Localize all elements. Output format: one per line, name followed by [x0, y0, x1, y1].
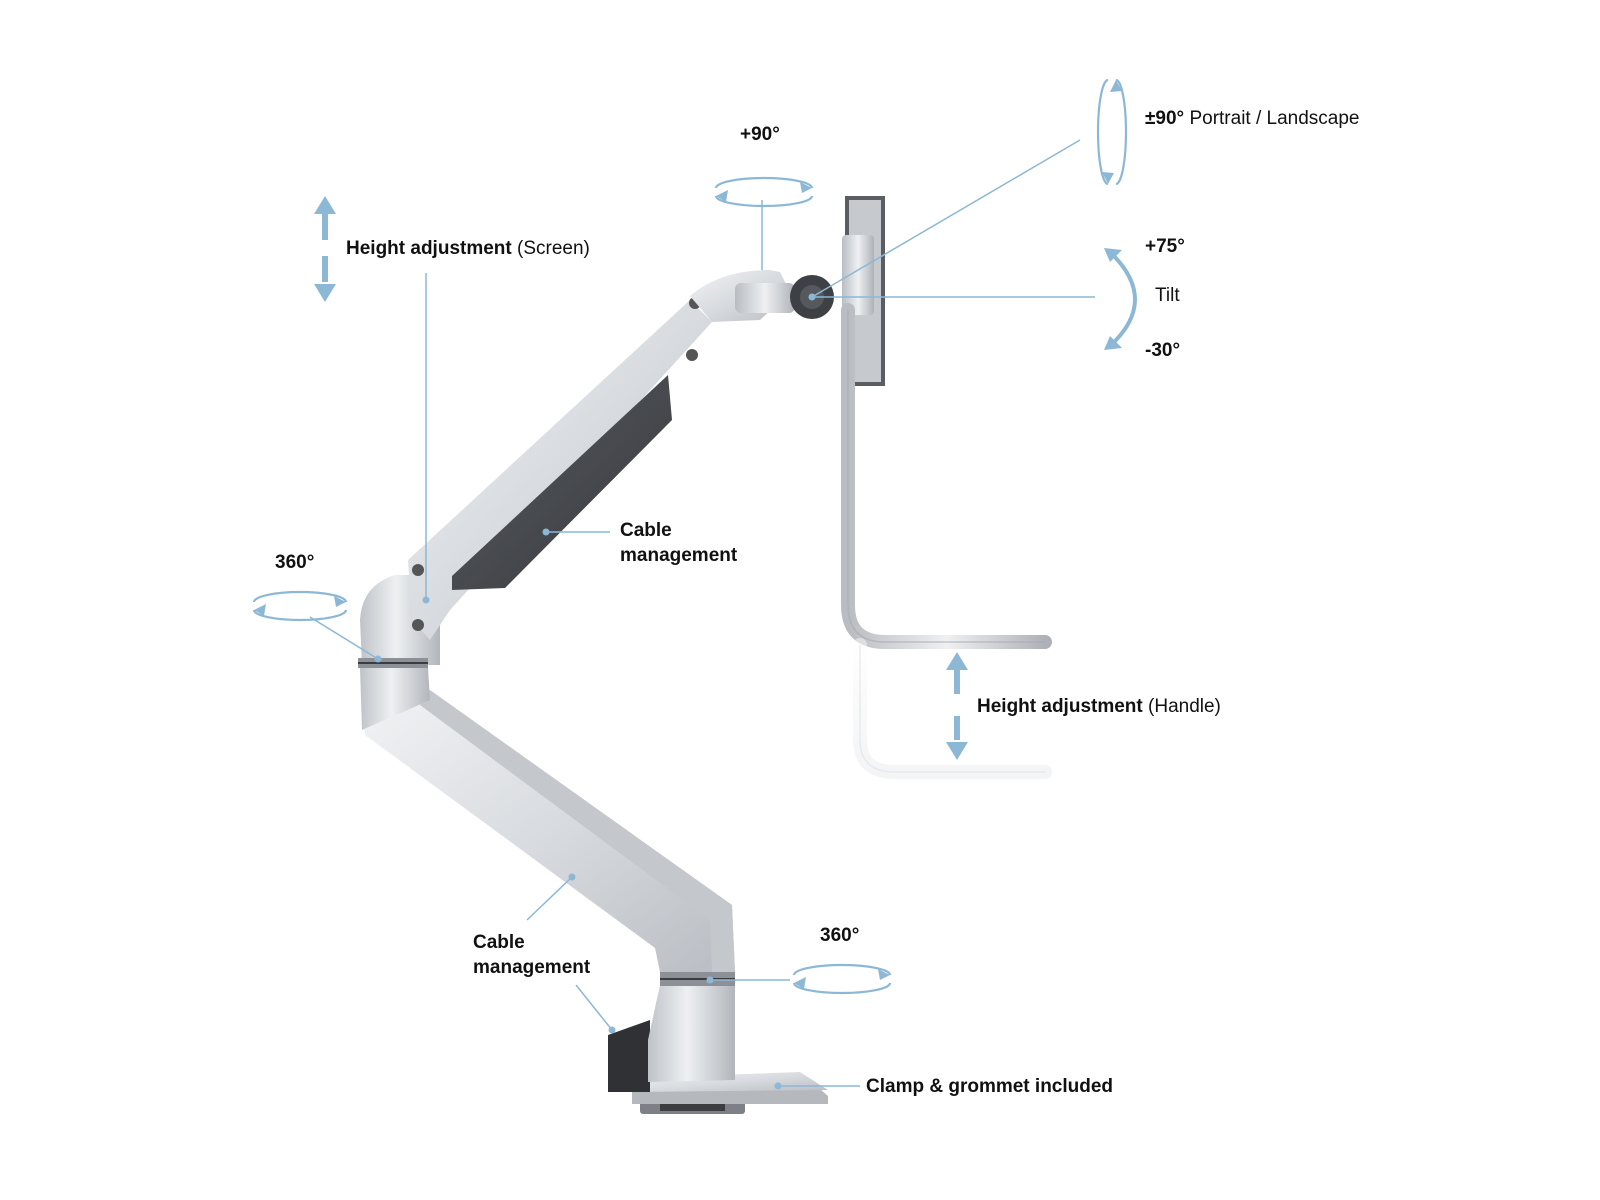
label-clamp-text: Clamp & grommet included: [866, 1076, 1114, 1097]
label-rotation-base: 360°: [820, 925, 860, 946]
rotation-arrowheads: [254, 80, 1122, 989]
label-cable-lower: Cable management: [473, 930, 590, 980]
label-portrait-normal: Portrait / Landscape: [1189, 108, 1360, 129]
height-handle-arrow: [946, 652, 968, 760]
head-joint: [690, 270, 834, 322]
label-height-screen-bold: Height adjustment: [346, 238, 512, 259]
annotation-dots: [374, 293, 816, 1090]
height-screen-arrow: [314, 196, 336, 302]
label-tilt: Tilt: [1155, 285, 1180, 306]
label-rotation-head: +90°: [740, 124, 780, 145]
label-tilt-down: -30°: [1145, 340, 1181, 361]
label-cable-lower-line1: Cable: [473, 932, 525, 953]
upper-arm: [408, 297, 712, 640]
label-clamp: Clamp & grommet included: [866, 1074, 1113, 1099]
label-height-screen: Height adjustment (Screen): [346, 236, 590, 261]
label-tilt-up: +75°: [1145, 236, 1185, 257]
handle-ghost: [853, 638, 1052, 779]
label-height-screen-normal: (Screen): [517, 238, 590, 259]
label-rotation-elbow: 360°: [275, 552, 315, 573]
handle: [841, 303, 1052, 649]
rotation-icons: [252, 78, 1137, 995]
label-cable-upper-line1: Cable: [620, 520, 672, 541]
label-portrait: ±90° Portrait / Landscape: [1145, 106, 1360, 131]
label-height-handle-bold: Height adjustment: [977, 696, 1143, 717]
label-height-handle: Height adjustment (Handle): [977, 694, 1221, 719]
label-portrait-bold: ±90°: [1145, 108, 1185, 129]
label-height-handle-normal: (Handle): [1148, 696, 1221, 717]
label-cable-upper: Cable management: [620, 518, 737, 568]
annotation-lines: [309, 139, 1095, 1087]
vertical-post: [648, 972, 735, 1082]
label-cable-lower-line2: management: [473, 957, 591, 978]
label-cable-upper-line2: management: [620, 545, 738, 566]
lower-arm: [362, 690, 735, 972]
